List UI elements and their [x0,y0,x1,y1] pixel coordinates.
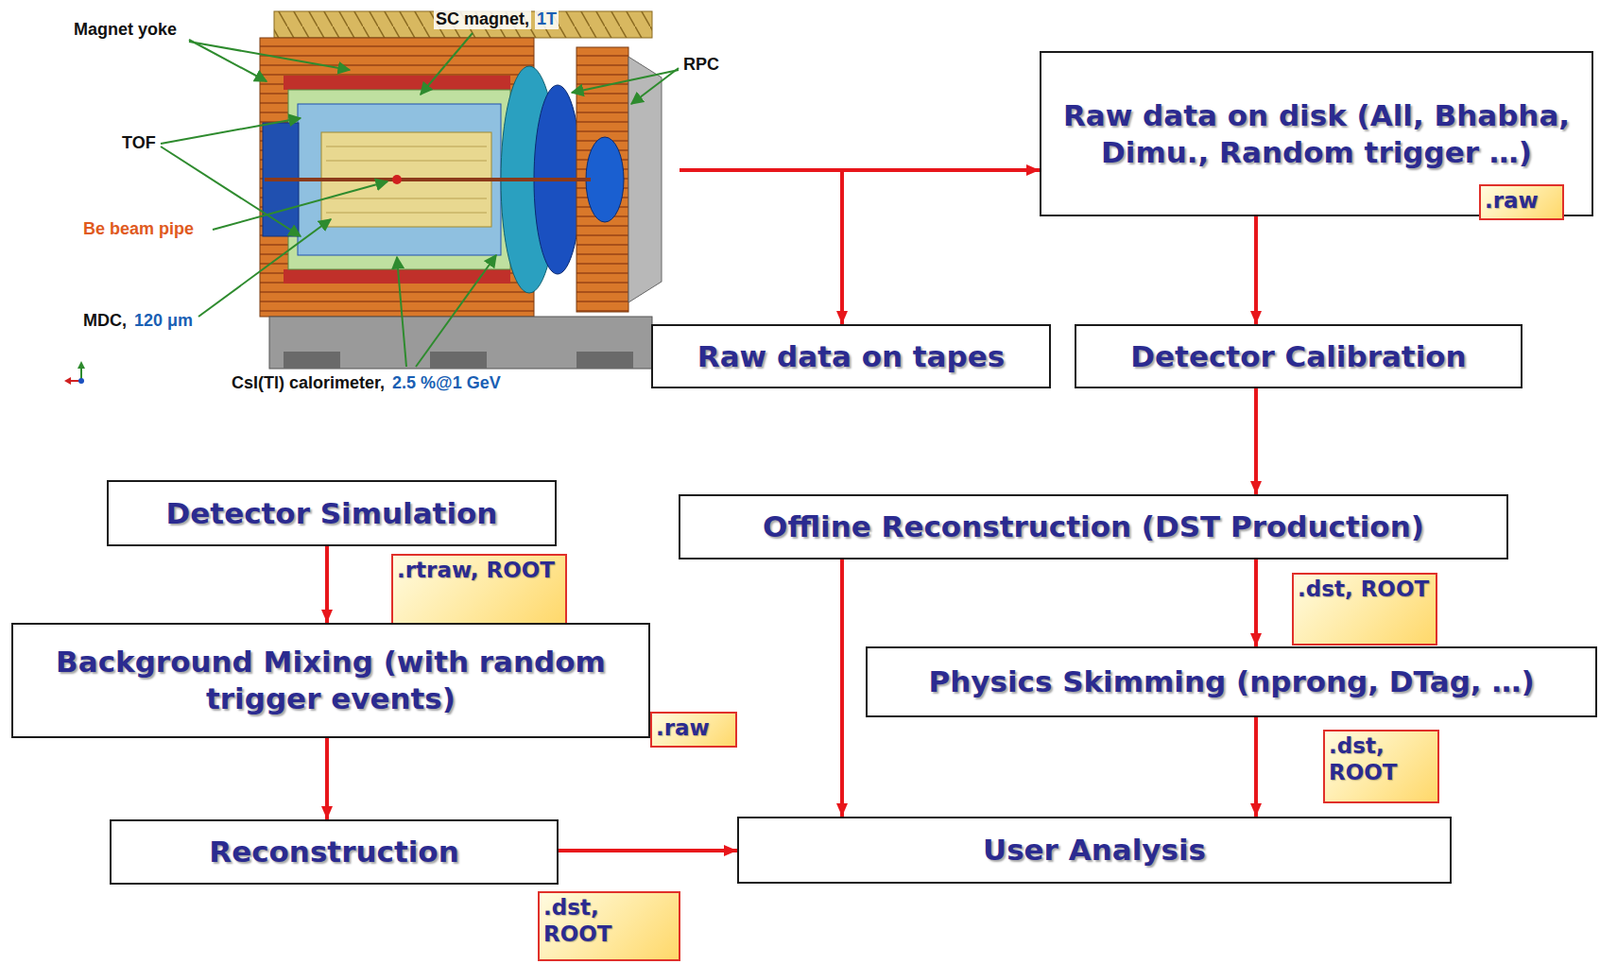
box-label: Reconstruction [208,833,459,871]
part-label: MDC, [81,309,129,331]
base [269,316,653,369]
format-tag: .dst, ROOT [1291,572,1438,646]
box-label: Detector Simulation [166,495,499,533]
format-tag: .dst, ROOT [1323,729,1440,804]
leader-lines [160,33,679,367]
foot [430,351,487,369]
flow-arrow [325,738,329,820]
process-box: Offline Reconstruction (DST Production) [678,494,1509,560]
format-label: .raw [655,715,710,742]
box-label: Detector Calibration [1130,338,1466,376]
part-label: Be beam pipe [81,218,196,240]
box-label: Raw data on tapes [697,338,1005,376]
format-label: .dst, ROOT [543,894,673,947]
process-box: Raw data on tapes [651,324,1051,389]
flow-arrow [558,848,738,853]
flow-arrow [325,546,329,623]
format-tag: .raw [650,711,738,748]
part-label: RPC [681,53,722,75]
part-label: 120 μm [132,309,195,331]
process-box: Background Mixing (with random trigger e… [11,622,651,739]
part-label: CsI(Tl) calorimeter, [229,372,387,394]
detector-picture: Magnet yokeSC magnet,1TRPCTOFBe beam pip… [56,4,680,397]
part-label: 2.5 %@1 GeV [390,372,503,394]
box-label: Raw data on disk (All, Bhabha, Dimu., Ra… [1059,97,1574,172]
part-label: TOF [120,132,158,154]
box-label: Background Mixing (with random trigger e… [31,643,631,718]
flow-arrow [1254,717,1258,817]
box-label: Offline Reconstruction (DST Production) [762,508,1425,546]
format-label: .rtraw, ROOT [396,557,555,585]
foot [283,351,341,369]
box-label: User Analysis [982,831,1206,869]
beam-ring [585,137,624,223]
format-tag: .dst, ROOT [537,891,681,962]
beam-pipe [264,177,591,182]
axes-symbol [64,361,86,385]
process-box: Detector Calibration [1074,324,1523,389]
part-label: SC magnet, [433,8,532,30]
format-label: .raw [1484,188,1539,215]
interaction-point [392,174,402,185]
format-label: .dst, ROOT [1297,576,1429,603]
flow-arrow [840,559,844,817]
magnet-yoke [259,37,534,317]
format-tag: .rtraw, ROOT [391,553,568,626]
part-label: Magnet yoke [71,18,179,40]
format-label: .dst, ROOT [1328,733,1432,786]
process-box: Reconstruction [109,819,559,885]
process-box: User Analysis [737,816,1452,884]
flow-arrow [1254,559,1258,647]
sc-magnet [283,75,511,90]
flow-arrow [1254,216,1258,325]
part-label: 1T [534,8,559,30]
flow-arrow [1254,388,1258,495]
flow-arrow [679,170,843,325]
foot [576,351,634,369]
process-box: Detector Simulation [106,480,557,547]
box-label: Physics Skimming (nprong, DTag, …) [928,663,1534,701]
format-tag: .raw [1479,184,1565,221]
process-box: Physics Skimming (nprong, DTag, …) [865,646,1598,718]
